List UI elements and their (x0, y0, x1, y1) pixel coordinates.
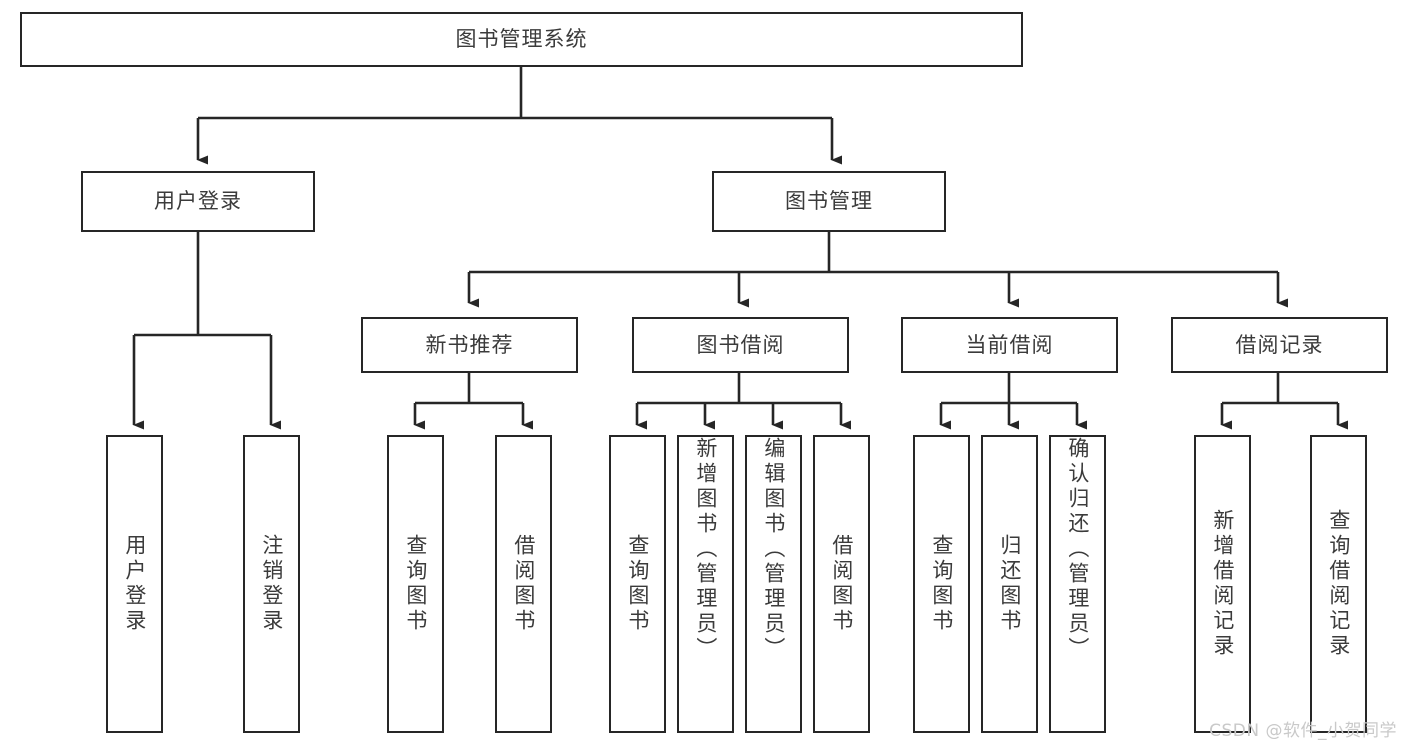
node-user-login[interactable]: 用户登录 (81, 171, 315, 232)
node-leaf-confirm-return-admin[interactable]: 确认归还（管理员） (1049, 435, 1106, 733)
node-label: 借阅图书 (511, 534, 536, 634)
node-label: 图书管理系统 (455, 27, 588, 52)
node-leaf-query-book-3[interactable]: 查询图书 (913, 435, 970, 733)
node-leaf-add-book-admin[interactable]: 新增图书（管理员） (677, 435, 734, 733)
node-label: 新书推荐 (425, 332, 514, 357)
node-label: 用户登录 (122, 534, 147, 634)
node-label: 归还图书 (997, 534, 1022, 634)
node-leaf-query-book-2[interactable]: 查询图书 (609, 435, 666, 733)
node-label: 新增图书（管理员） (693, 437, 718, 662)
node-label: 查询图书 (929, 534, 954, 634)
node-label: 用户登录 (154, 189, 242, 214)
node-leaf-borrow-book-1[interactable]: 借阅图书 (495, 435, 552, 733)
watermark-text: CSDN @软件_小贺同学 (1209, 721, 1397, 741)
node-label: 查询借阅记录 (1326, 509, 1351, 659)
node-current-borrow[interactable]: 当前借阅 (901, 317, 1118, 373)
node-leaf-logout-login[interactable]: 注销登录 (243, 435, 300, 733)
node-label: 借阅记录 (1235, 332, 1324, 357)
node-label: 确认归还（管理员） (1065, 437, 1090, 662)
node-book-management[interactable]: 图书管理 (712, 171, 946, 232)
node-leaf-return-book[interactable]: 归还图书 (981, 435, 1038, 733)
node-label: 编辑图书（管理员） (761, 437, 786, 662)
node-label: 新增借阅记录 (1210, 509, 1235, 659)
node-leaf-query-book-1[interactable]: 查询图书 (387, 435, 444, 733)
node-label: 借阅图书 (829, 534, 854, 634)
node-label: 当前借阅 (965, 332, 1054, 357)
node-leaf-add-borrow-record[interactable]: 新增借阅记录 (1194, 435, 1251, 733)
node-leaf-borrow-book-2[interactable]: 借阅图书 (813, 435, 870, 733)
node-label: 查询图书 (625, 534, 650, 634)
node-leaf-edit-book-admin[interactable]: 编辑图书（管理员） (745, 435, 802, 733)
node-label: 图书管理 (785, 189, 873, 214)
node-label: 图书借阅 (696, 332, 785, 357)
node-label: 注销登录 (259, 534, 284, 634)
node-leaf-user-login[interactable]: 用户登录 (106, 435, 163, 733)
node-label: 查询图书 (403, 534, 428, 634)
node-book-management-system[interactable]: 图书管理系统 (20, 12, 1023, 67)
node-borrow-record[interactable]: 借阅记录 (1171, 317, 1388, 373)
node-book-borrow[interactable]: 图书借阅 (632, 317, 849, 373)
node-new-book-recommend[interactable]: 新书推荐 (361, 317, 578, 373)
node-leaf-query-borrow-record[interactable]: 查询借阅记录 (1310, 435, 1367, 733)
